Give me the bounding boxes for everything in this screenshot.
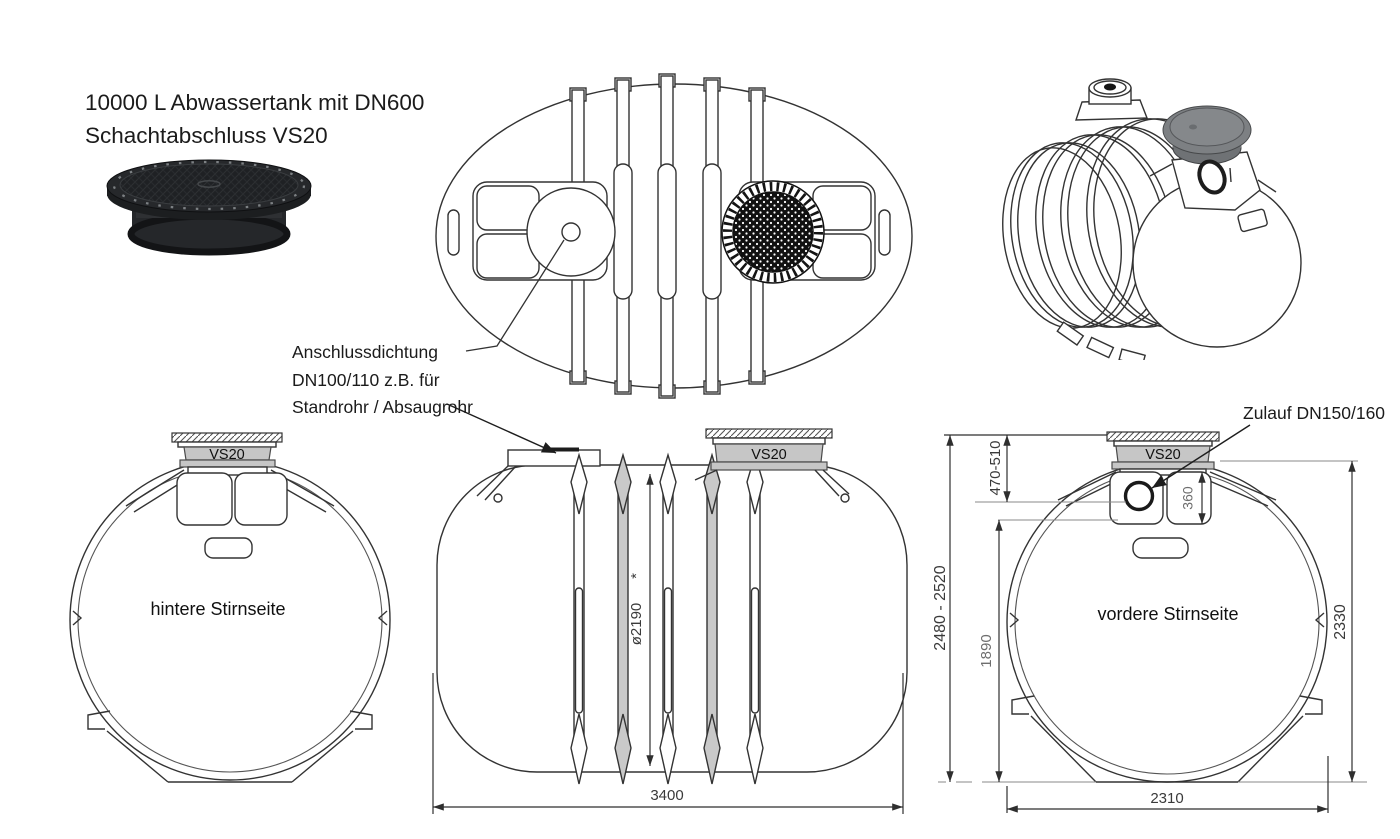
page-title-line2: Schachtabschluss VS20 xyxy=(85,123,328,148)
cover-bolt-ring xyxy=(112,160,306,211)
dim-overall-height: 2480 - 2520 xyxy=(932,435,954,782)
face-recess xyxy=(1132,537,1189,559)
front-face-label: vordere Stirnseite xyxy=(1097,604,1238,624)
dim-body-height: 1890 xyxy=(978,520,1003,782)
side-view: VS20 ø2190 * 3400 xyxy=(432,428,908,814)
callout-anschlussdichtung-line1: Anschlussdichtung xyxy=(292,342,438,362)
rim-notches xyxy=(72,610,388,730)
dim-tank-height: 2330 xyxy=(1332,461,1356,782)
callout-anschlussdichtung-line3: Standrohr / Absaugrohr xyxy=(292,397,473,417)
dome-assembly-left xyxy=(472,181,616,281)
vs20-cap: VS20 xyxy=(1106,431,1220,476)
iso-skid-tabs xyxy=(1056,321,1147,360)
dome-assembly-right xyxy=(721,180,876,284)
base-skids xyxy=(106,730,354,783)
vs20-cap: VS20 xyxy=(694,428,850,503)
iso-dome xyxy=(1075,78,1149,121)
callout-anschlussdichtung-line2: DN100/110 z.B. für xyxy=(292,369,440,390)
dim-diameter: ø2190 * xyxy=(628,474,654,766)
rim-notches xyxy=(1009,612,1325,715)
zulauf-inlet xyxy=(1123,480,1155,512)
tank-ribs xyxy=(569,73,766,399)
dim-body-height-text: 1890 xyxy=(978,634,995,667)
dim-length: 3400 xyxy=(432,673,904,814)
callout-zulauf: Zulauf DN150/160 xyxy=(1243,400,1400,428)
callout-anschlussdichtung: Anschlussdichtung DN100/110 z.B. für Sta… xyxy=(292,339,522,422)
dim-overall-height-text: 2480 - 2520 xyxy=(932,565,949,651)
anschlussdichtung-seal xyxy=(547,447,579,452)
dim-width-text: 2310 xyxy=(1150,790,1183,807)
iso-dome-opening xyxy=(1104,83,1116,91)
neck-pocket-right xyxy=(234,472,288,526)
cover-scallop-ring xyxy=(723,182,823,282)
base-skids xyxy=(1030,715,1304,783)
neck-pocket-left xyxy=(176,472,233,526)
cover-center-detail xyxy=(197,180,221,188)
cover-lid-texture xyxy=(120,164,298,206)
iso-inlet-opening xyxy=(1197,159,1227,195)
vs20-lid xyxy=(1106,431,1220,442)
dim-diameter-note: * xyxy=(628,573,645,579)
dim-width: 2310 xyxy=(1006,756,1329,813)
page-title-line1: 10000 L Abwassertank mit DN600 xyxy=(85,90,425,115)
lifting-handle-left xyxy=(447,209,460,256)
vs20-cap-label: VS20 xyxy=(1145,447,1180,463)
lifting-handle-right xyxy=(878,209,891,256)
dim-cover-height: 470-510 xyxy=(987,435,1011,502)
vs20-grate-cover xyxy=(732,191,814,273)
side-ribs xyxy=(570,452,764,785)
connection-seal xyxy=(561,222,581,242)
iso-label-plate xyxy=(1237,208,1268,233)
face-recess xyxy=(204,537,253,559)
iso-view xyxy=(1002,78,1302,360)
vs20-cover-photo xyxy=(106,159,312,256)
page-title: 10000 L Abwassertank mit DN600 Schachtab… xyxy=(85,86,485,152)
dim-cover-height-text: 470-510 xyxy=(987,440,1004,495)
dim-tank-height-text: 2330 xyxy=(1332,604,1349,640)
vs20-lid xyxy=(171,432,283,443)
vs20-lid xyxy=(705,428,833,439)
vs20-cap-label: VS20 xyxy=(751,447,786,463)
iso-vs20-cover xyxy=(1162,105,1252,165)
vs20-cap: VS20 xyxy=(171,432,283,476)
callout-zulauf-label: Zulauf DN150/160 xyxy=(1243,403,1386,423)
front-face-view: VS20 vordere Stirnseite 2480 - 2520 470-… xyxy=(932,431,1367,813)
rear-face-label: hintere Stirnseite xyxy=(150,599,285,619)
rear-face-view: VS20 hintere Stirnseite xyxy=(69,432,391,783)
vs20-cap-label: VS20 xyxy=(209,447,244,463)
dim-diameter-text: ø2190 xyxy=(628,603,645,646)
dim-inlet-depth-text: 360 xyxy=(1180,486,1196,510)
dim-length-text: 3400 xyxy=(650,787,683,804)
